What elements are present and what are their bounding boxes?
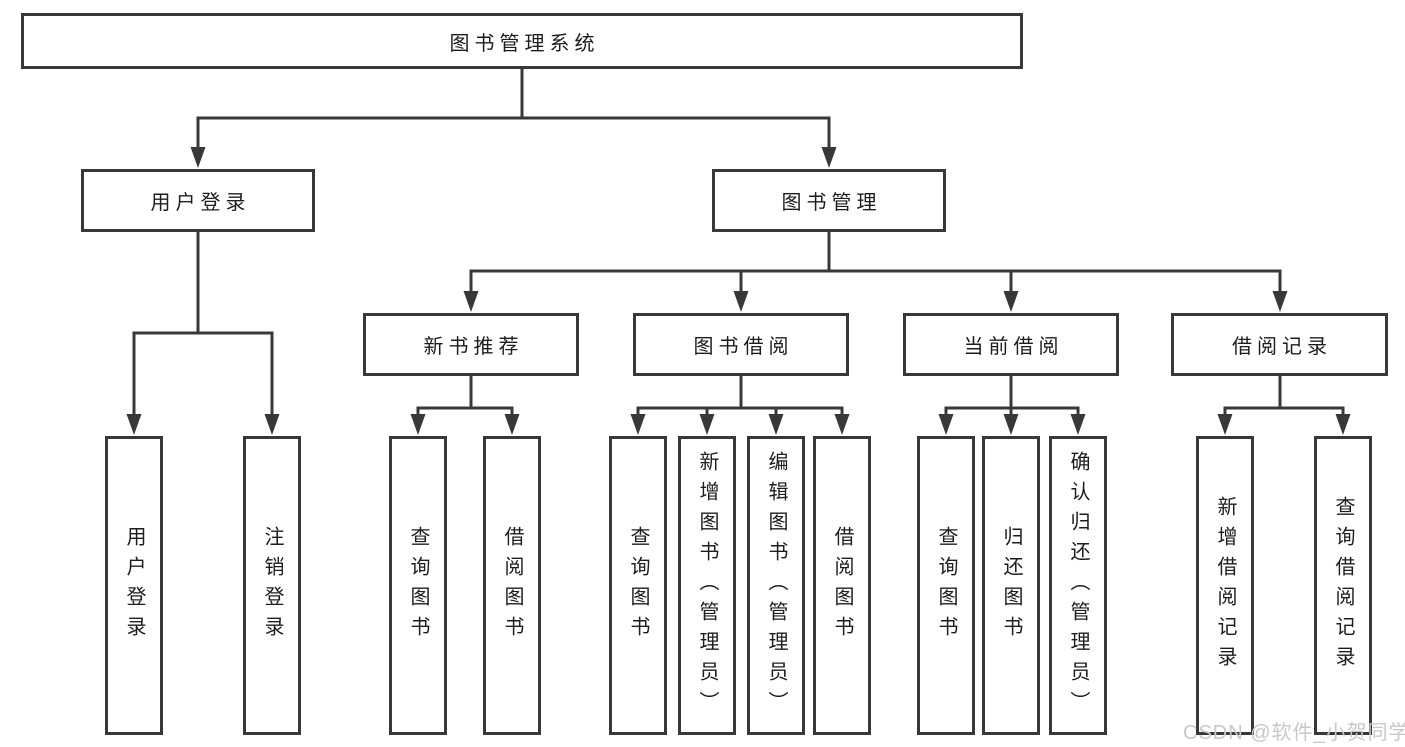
leaf-label: 用户登录	[123, 525, 145, 646]
connector-lines	[132, 69, 1345, 417]
leaf-query-books: 查询图书	[389, 436, 447, 735]
leaf-user-login: 用户登录	[105, 436, 163, 735]
arrowhead	[821, 147, 837, 168]
arrowhead	[1003, 414, 1019, 435]
arrowhead	[1070, 414, 1086, 435]
leaf-query-borrow-record: 查询借阅记录	[1314, 436, 1372, 735]
leaf-query-books: 查询图书	[917, 436, 975, 735]
node-current-borrowing: 当前借阅	[903, 313, 1119, 376]
leaf-label: 查询图书	[407, 525, 429, 646]
node-label: 图书管理系统	[449, 32, 600, 55]
leaf-label: 新增借阅记录	[1214, 495, 1236, 676]
node-label: 当前借阅	[963, 336, 1064, 358]
node-label: 借阅记录	[1232, 336, 1332, 358]
leaf-confirm-return-admin: 确认归还（管理员）	[1049, 436, 1107, 735]
arrowhead	[1272, 291, 1288, 312]
leaf-label: 确认归还（管理员）	[1067, 450, 1089, 721]
leaf-label: 查询借阅记录	[1332, 495, 1354, 676]
arrowhead	[504, 414, 520, 435]
arrowhead	[630, 414, 646, 435]
leaf-add-book-admin: 新增图书（管理员）	[678, 436, 736, 735]
connector-newrec-to-leaves	[416, 376, 514, 417]
arrowhead	[1003, 291, 1019, 312]
node-new-book-recommendation: 新书推荐	[363, 313, 579, 376]
arrowhead	[733, 291, 749, 312]
leaf-query-books: 查询图书	[609, 436, 667, 735]
node-label: 图书管理	[781, 192, 882, 214]
node-book-management: 图书管理	[712, 169, 946, 232]
node-user-login: 用户登录	[81, 169, 315, 232]
leaf-borrow-books: 借阅图书	[483, 436, 541, 735]
arrowhead	[699, 414, 715, 435]
leaf-add-borrow-record: 新增借阅记录	[1196, 436, 1254, 735]
leaf-label: 归还图书	[1000, 525, 1022, 646]
csdn-watermark: CSDN @软件_小贺同学	[1183, 722, 1405, 744]
leaf-borrow-books: 借阅图书	[813, 436, 871, 735]
connector-current-to-leaves	[944, 376, 1080, 417]
node-label: 新书推荐	[423, 336, 524, 358]
arrowhead	[410, 414, 426, 435]
leaf-return-book: 归还图书	[982, 436, 1040, 735]
arrowheads	[126, 147, 1351, 435]
connector-login-to-leaves	[132, 232, 274, 417]
leaf-label: 编辑图书（管理员）	[765, 450, 787, 721]
arrowhead	[126, 414, 142, 435]
node-label: 用户登录	[150, 192, 251, 214]
leaf-logout: 注销登录	[243, 436, 301, 735]
arrowhead	[1217, 414, 1233, 435]
leaf-label: 查询图书	[627, 525, 649, 646]
arrowhead	[264, 414, 280, 435]
arrowhead	[1335, 414, 1351, 435]
arrowhead	[463, 291, 479, 312]
arrowhead	[768, 414, 784, 435]
connector-borrow-to-leaves	[636, 376, 844, 417]
leaf-label: 新增图书（管理员）	[696, 450, 718, 721]
leaf-label: 查询图书	[935, 525, 957, 646]
node-label: 图书借阅	[693, 336, 794, 358]
connector-mgmt-to-level2	[469, 232, 1282, 294]
arrowhead	[190, 147, 206, 168]
leaf-edit-book-admin: 编辑图书（管理员）	[747, 436, 805, 735]
node-borrowing-records: 借阅记录	[1171, 313, 1388, 376]
leaf-label: 注销登录	[261, 525, 283, 646]
leaf-label: 借阅图书	[831, 525, 853, 646]
arrowhead	[938, 414, 954, 435]
connector-root-to-level1	[196, 69, 831, 150]
connector-record-to-leaves	[1223, 376, 1345, 417]
arrowhead	[834, 414, 850, 435]
node-book-borrowing: 图书借阅	[633, 313, 849, 376]
node-library-management-system: 图书管理系统	[21, 13, 1023, 69]
leaf-label: 借阅图书	[501, 525, 523, 646]
